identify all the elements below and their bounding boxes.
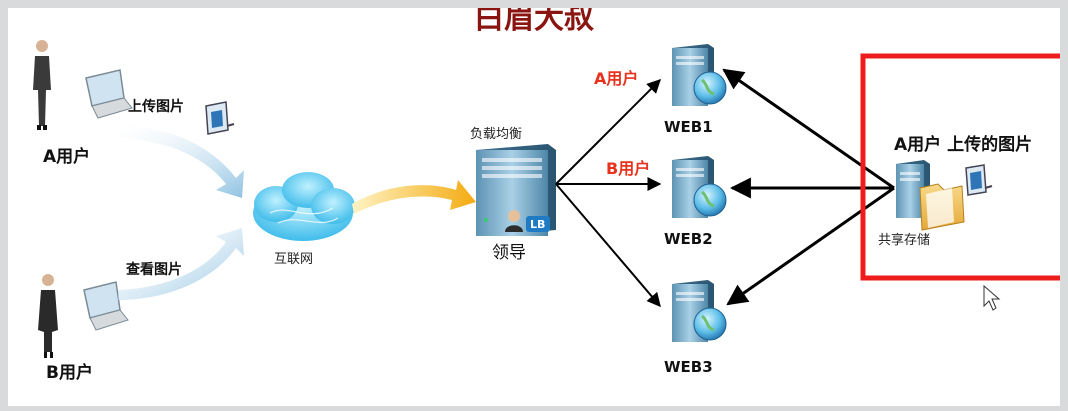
user-b-laptop-icon	[83, 281, 129, 331]
user-a-person-icon	[33, 40, 51, 130]
mouse-cursor-icon	[983, 284, 1001, 311]
user-a-laptop-icon	[85, 69, 133, 119]
internet-label: 互联网	[274, 252, 313, 267]
web2-label: WEB2	[664, 230, 713, 248]
user-b-label: B用户	[46, 362, 93, 383]
storage-to-web3-line	[726, 186, 895, 306]
user-b-person-icon	[38, 274, 58, 358]
picture-frame-icon	[205, 101, 235, 135]
load-balancer-server-icon	[476, 144, 556, 236]
diagram-canvas: 白眉大叔 A用户 上传图片 B用户 查看图片	[8, 8, 1060, 406]
internet-cloud-icon	[253, 172, 355, 241]
lb-badge: LB	[526, 216, 550, 232]
lb-bottom-label: 领导	[492, 243, 526, 263]
folder-icon	[919, 183, 965, 231]
web1-server-icon	[672, 44, 727, 106]
lb-badge-text: LB	[530, 218, 545, 231]
storage-to-web1-line	[722, 68, 895, 190]
web1-label: WEB1	[664, 118, 713, 136]
storage-picture-icon	[965, 164, 993, 196]
user-a-action-label: 上传图片	[128, 98, 184, 115]
user-b-view-arrow	[118, 228, 244, 300]
internet-to-lb-arrow	[352, 180, 476, 214]
shared-storage-highlight-box	[860, 53, 1060, 281]
diagram-svg: 白眉大叔 A用户 上传图片 B用户 查看图片	[33, 8, 1060, 383]
shared-storage-title: A用户 上传的图片	[894, 134, 1032, 155]
lb-to-web1-line	[555, 79, 661, 185]
web1-user-tag: A用户	[594, 69, 638, 88]
web3-label: WEB3	[664, 358, 713, 376]
user-a-upload-arrow	[118, 126, 244, 198]
lb-top-label: 负载均衡	[470, 127, 522, 142]
user-b-action-label: 查看图片	[126, 261, 182, 278]
lb-to-web3-line	[555, 183, 661, 308]
user-a-label: A用户	[43, 146, 90, 167]
leader-person-icon	[505, 210, 523, 232]
shared-storage-label: 共享存储	[878, 232, 930, 248]
web2-user-tag: B用户	[606, 159, 650, 178]
diagram-title: 白眉大叔	[474, 8, 594, 36]
web2-server-icon	[672, 156, 727, 218]
web3-server-icon	[672, 280, 727, 342]
